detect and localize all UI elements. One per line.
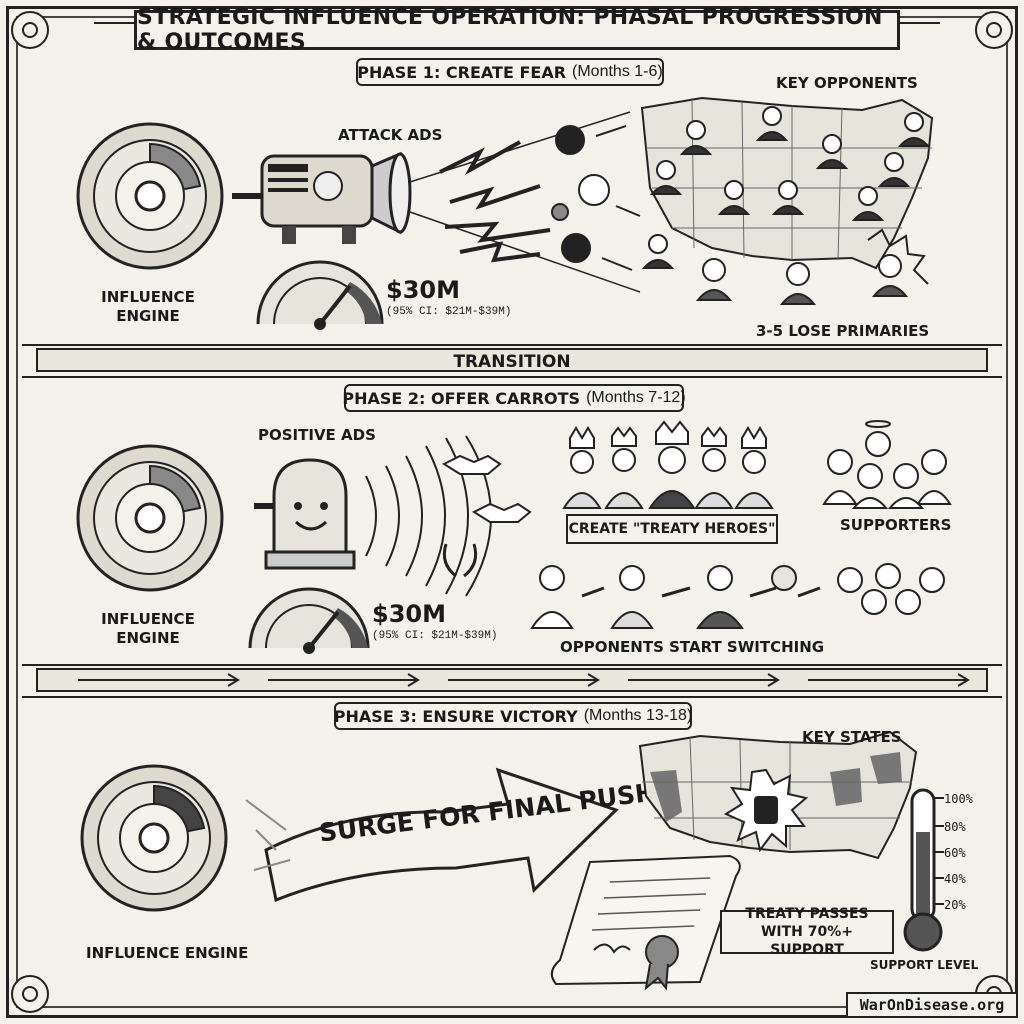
title-ribbon-right [900, 22, 940, 24]
person-icon [837, 563, 945, 615]
phase3-top-rule [22, 696, 1002, 698]
gauge-icon [256, 260, 384, 330]
treaty-heroes-group [562, 420, 774, 509]
person-icon [822, 431, 952, 509]
halo-icon [865, 420, 891, 428]
outer-frame [6, 6, 1018, 1018]
seal-icon [644, 935, 679, 991]
siren-icon [254, 458, 356, 570]
skull-group [551, 125, 641, 271]
switching-group [530, 563, 945, 629]
phase3-key-states-label: KEY STATES [802, 728, 902, 746]
transition-band: TRANSITION [36, 348, 988, 372]
phase2-supporters-label: SUPPORTERS [840, 516, 952, 534]
thermometer-tick: 20% [944, 898, 966, 912]
fist-icon [723, 768, 809, 853]
handshake-icon [441, 454, 532, 523]
phase2-ci: (95% CI: $21M-$39M) [372, 630, 498, 642]
treaty-heroes-banner: CREATE "TREATY HEROES" [566, 514, 778, 544]
arrow-icon [581, 586, 821, 598]
phase2-switching-label: OPPONENTS START SWITCHING [560, 638, 825, 656]
transition-label: TRANSITION [453, 352, 571, 372]
megaphone-icon [232, 151, 412, 244]
crown-icon [569, 420, 767, 449]
opponents-group [641, 106, 931, 305]
gauge-icon [248, 587, 370, 654]
skull-icon [551, 125, 610, 263]
person-icon [530, 565, 797, 629]
thermometer-tick: 40% [944, 872, 966, 886]
page-title: STRATEGIC INFLUENCE OPERATION: PHASAL PR… [137, 5, 883, 55]
phase1-outcome-label: 3-5 LOSE PRIMARIES [756, 322, 930, 340]
phase3-engine-label: INFLUENCE ENGINE [86, 944, 249, 962]
thermometer-icon [903, 788, 944, 952]
phase1-label: PHASE 1: CREATE FEAR(Months 1-6) [356, 58, 664, 86]
phase2-ads-label: POSITIVE ADS [258, 426, 376, 444]
scroll-icon [550, 854, 741, 991]
thermometer-tick: 60% [944, 846, 966, 860]
phase1-engine-label: INFLUENCE ENGINE [101, 288, 195, 325]
phase2-top-rule [22, 376, 1002, 378]
gear-icon [80, 764, 228, 912]
phase1-cost: $30M [386, 276, 460, 304]
phase1-bottom-rule [22, 344, 1002, 346]
thermometer-tick: 100% [944, 792, 973, 806]
treaty-passes-banner: TREATY PASSES WITH 70%+ SUPPORT [720, 906, 894, 958]
rewards-group [441, 454, 532, 578]
arrow-icon [78, 673, 970, 687]
burst-icon [867, 228, 929, 285]
arrow-icon [245, 767, 619, 903]
phase2-engine-label: INFLUENCE ENGINE [101, 610, 195, 647]
title-banner: STRATEGIC INFLUENCE OPERATION: PHASAL PR… [134, 5, 900, 55]
lightning-icon [439, 140, 551, 263]
phase1-opponents-label: KEY OPPONENTS [776, 74, 918, 92]
support-level-label: SUPPORT LEVEL [870, 958, 979, 972]
phase1-ci: (95% CI: $21M-$39M) [386, 306, 512, 318]
phase3-label: PHASE 3: ENSURE VICTORY(Months 13-18) [334, 702, 692, 730]
supporters-group [822, 420, 952, 509]
phase1-ads-label: ATTACK ADS [338, 126, 443, 144]
map-icon [638, 730, 918, 860]
attack-rays [409, 111, 641, 293]
phase2-cost: $30M [372, 600, 446, 628]
phase2-label: PHASE 2: OFFER CARROTS(Months 7-12) [342, 384, 686, 412]
person-icon [641, 106, 931, 305]
watermark[interactable]: WarOnDisease.org [846, 992, 1018, 1018]
thermometer-tick: 80% [944, 820, 966, 834]
phase2-bottom-rule [22, 664, 1002, 666]
arrow-icon [595, 125, 641, 271]
title-ribbon-left [94, 22, 134, 24]
person-icon [562, 446, 774, 509]
transition-band-2 [36, 668, 988, 692]
laurel-icon [442, 543, 478, 578]
gear-icon [76, 444, 224, 592]
gear-icon [76, 122, 224, 270]
